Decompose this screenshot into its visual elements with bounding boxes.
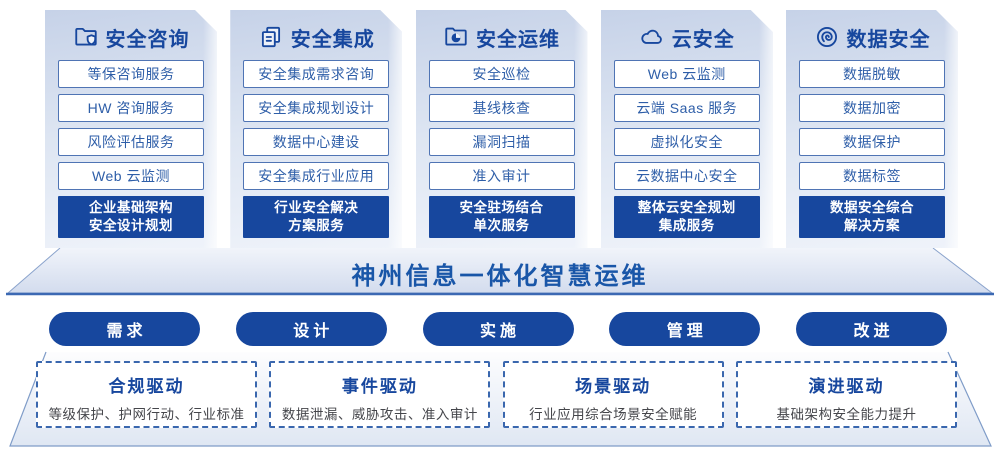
service-item: Web 云监测 [58, 162, 204, 190]
driver-title: 演进驱动 [808, 377, 885, 396]
column-footer: 行业安全解决 方案服务 [243, 196, 389, 238]
service-item: 云数据中心安全 [614, 162, 760, 190]
driver-title: 场景驱动 [575, 377, 652, 396]
service-item: 云端 Saas 服务 [614, 94, 760, 122]
pill-design: 设计 [235, 312, 387, 346]
column-footer: 企业基础架构 安全设计规划 [58, 196, 204, 238]
footer-line: 安全设计规划 [89, 218, 173, 233]
column-header: 数据安全 [786, 22, 958, 52]
column-footer: 安全驻场结合 单次服务 [429, 196, 575, 238]
driver-scenario: 场景驱动 行业应用综合场景安全赋能 [502, 361, 724, 428]
service-item: 准入审计 [429, 162, 575, 190]
service-item: 风险评估服务 [58, 128, 204, 156]
pill-improve: 改进 [796, 312, 947, 346]
footer-line: 集成服务 [658, 218, 715, 233]
cloud-icon [639, 24, 665, 50]
driver-incident: 事件驱动 数据泄漏、威胁攻击、准入审计 [269, 361, 491, 428]
service-item: 数据脱敏 [799, 60, 945, 88]
service-item: HW 咨询服务 [58, 94, 204, 122]
service-item: 数据中心建设 [243, 128, 389, 156]
column-title: 数据安全 [846, 28, 931, 51]
column-security-integration: 安全集成 安全集成需求咨询 安全集成规划设计 数据中心建设 安全集成行业应用 行… [230, 10, 402, 248]
column-footer: 数据安全综合 解决方案 [799, 196, 945, 238]
driver-boxes: 合规驱动 等级保护、护网行动、行业标准 事件驱动 数据泄漏、威胁攻击、准入审计 … [36, 361, 957, 428]
service-item: 安全集成需求咨询 [243, 60, 389, 88]
footer-line: 数据安全综合 [830, 199, 914, 215]
footer-line: 安全驻场结合 [459, 199, 544, 215]
column-security-consulting: 安全咨询 等保咨询服务 HW 咨询服务 风险评估服务 Web 云监测 企业基础架… [45, 10, 217, 248]
driver-desc: 数据泄漏、威胁攻击、准入审计 [281, 407, 478, 422]
driver-compliance: 合规驱动 等级保护、护网行动、行业标准 [36, 361, 257, 428]
documents-icon [258, 24, 284, 50]
service-item: 基线核查 [429, 94, 575, 122]
pill-demand: 需求 [49, 312, 200, 346]
service-item: 漏洞扫描 [429, 128, 575, 156]
footer-line: 方案服务 [288, 218, 345, 233]
column-cloud-security: 云安全 Web 云监测 云端 Saas 服务 虚拟化安全 云数据中心安全 整体云… [601, 10, 773, 248]
column-title: 安全咨询 [105, 28, 190, 51]
column-header: 安全运维 [416, 22, 588, 52]
column-header: 安全集成 [230, 22, 402, 52]
service-item: Web 云监测 [614, 60, 760, 88]
service-item: 安全集成行业应用 [243, 162, 389, 190]
driver-desc: 等级保护、护网行动、行业标准 [48, 407, 245, 422]
service-item: 虚拟化安全 [614, 128, 760, 156]
banner-title: 神州信息一体化智慧运维 [351, 263, 649, 290]
footer-line: 整体云安全规划 [637, 199, 736, 215]
driver-desc: 行业应用综合场景安全赋能 [529, 407, 698, 422]
column-header: 云安全 [601, 22, 773, 52]
service-columns: 安全咨询 等保咨询服务 HW 咨询服务 风险评估服务 Web 云监测 企业基础架… [45, 10, 958, 248]
service-item: 数据保护 [799, 128, 945, 156]
service-item: 安全集成规划设计 [243, 94, 389, 122]
footer-line: 单次服务 [473, 218, 530, 233]
column-security-operations: 安全运维 安全巡检 基线核查 漏洞扫描 准入审计 安全驻场结合 单次服务 [416, 10, 588, 248]
fingerprint-icon [814, 24, 840, 50]
footer-line: 企业基础架构 [89, 199, 173, 215]
column-title: 安全集成 [290, 28, 375, 51]
column-footer: 整体云安全规划 集成服务 [614, 196, 760, 238]
pill-implement: 实施 [422, 312, 574, 346]
column-header: 安全咨询 [45, 22, 217, 52]
driver-title: 事件驱动 [341, 377, 418, 396]
folder-pie-icon [443, 24, 469, 50]
driver-title: 合规驱动 [108, 377, 185, 396]
pill-manage: 管理 [609, 312, 761, 346]
footer-line: 解决方案 [844, 218, 900, 233]
service-item: 等保咨询服务 [58, 60, 204, 88]
folder-shield-icon [73, 24, 99, 50]
service-item: 数据标签 [799, 162, 945, 190]
process-pills: 需求 设计 实施 管理 改进 [49, 312, 947, 346]
column-title: 安全运维 [476, 28, 560, 51]
driver-evolution: 演进驱动 基础架构安全能力提升 [735, 361, 957, 428]
column-data-security: 数据安全 数据脱敏 数据加密 数据保护 数据标签 数据安全综合 解决方案 [786, 10, 958, 248]
footer-line: 行业安全解决 [274, 199, 359, 215]
driver-desc: 基础架构安全能力提升 [776, 407, 917, 422]
service-item: 安全巡检 [429, 60, 575, 88]
column-title: 云安全 [671, 28, 735, 51]
service-item: 数据加密 [799, 94, 945, 122]
